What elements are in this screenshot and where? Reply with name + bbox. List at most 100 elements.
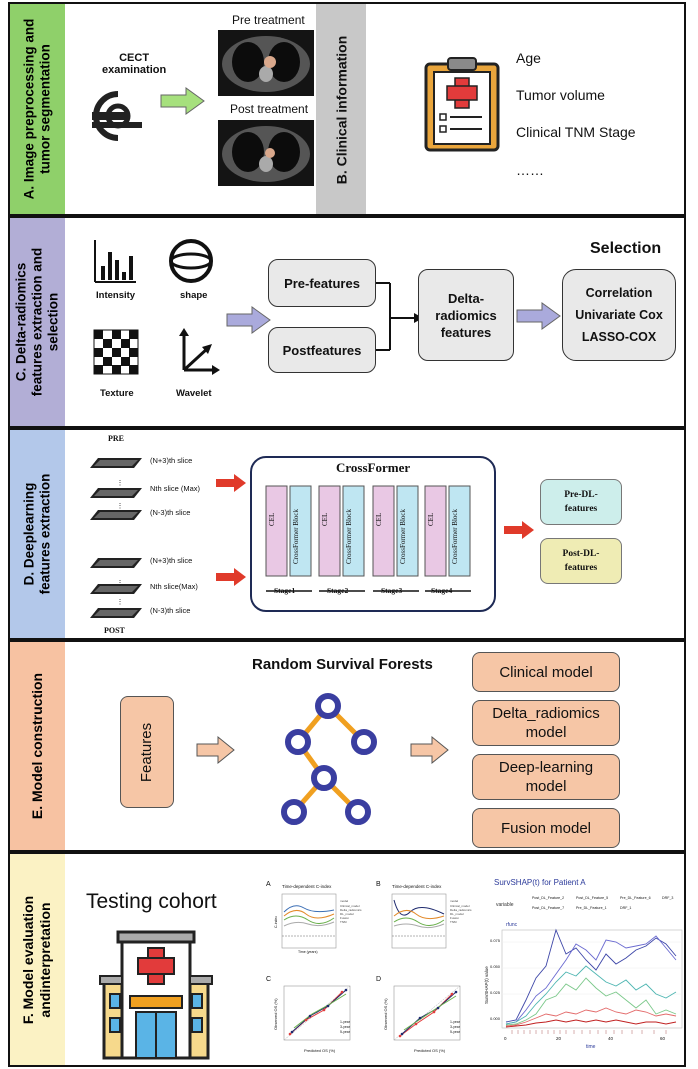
axes-icon <box>172 326 222 381</box>
pre-treatment-label: Pre treatment <box>232 13 305 27</box>
testing-cohort-label: Testing cohort <box>86 890 217 913</box>
plot-d-legend-3: 5-year <box>450 1030 460 1034</box>
delta-features-box: Delta- radiomics features <box>418 269 514 361</box>
panel-d-label-line2: features extraction <box>37 473 53 595</box>
panel-e-side: E. Model construction <box>10 642 65 850</box>
svg-text:Delta_radiomics: Delta_radiomics <box>450 908 472 912</box>
stage-label-4: Stage4 <box>431 586 453 595</box>
pre-slice-3: (N-3)th slice <box>150 508 191 517</box>
purple-arrow-icon <box>226 306 272 339</box>
plot-c-legend-2: 3-year <box>340 1025 350 1029</box>
plot-c-legend-3: 5-year <box>340 1030 350 1034</box>
red-arrow-icon-post <box>216 568 246 591</box>
selection-lasso-cox: LASSO-COX <box>581 330 657 344</box>
plot-b-label: B <box>376 881 381 888</box>
plot-d-label: D <box>376 976 382 983</box>
plot-c-chart <box>276 984 366 1053</box>
shap-xtick-3: 40 <box>608 1036 614 1041</box>
svg-text:DL_model: DL_model <box>340 912 354 916</box>
block-label-3: CrossFormer Block <box>399 508 407 564</box>
svg-text:⋮: ⋮ <box>117 580 124 587</box>
pre-dl-features-box: Pre-DL- features <box>540 479 622 525</box>
pre-slice-1: (N+3)th slice <box>150 456 193 465</box>
peach-arrow-icon-2 <box>410 735 450 769</box>
shap-legend-6: Pre_DL_Feature_1 <box>576 906 607 910</box>
panel-f-label-line1: F. Model evaluation <box>20 895 37 1024</box>
crossformer-container <box>250 456 496 612</box>
plot-d-legend-1: 1-year <box>450 1020 460 1024</box>
clipboard-icon <box>422 54 502 159</box>
cel-label-3: CEL <box>375 512 383 526</box>
plot-a-ylabel: C-index <box>274 915 278 928</box>
stage-label-2: Stage2 <box>327 586 349 595</box>
red-arrow-icon-pre <box>216 474 246 497</box>
wavelet-label: Wavelet <box>176 388 212 399</box>
panel-d-side: D. Deeplearning features extraction <box>10 430 65 638</box>
shap-xlabel: time <box>586 1044 596 1050</box>
stage-1 <box>264 485 314 583</box>
features-label: Features <box>138 722 156 782</box>
rsf-title: Random Survival Forests <box>252 656 433 673</box>
block-label-1: CrossFormer Block <box>292 508 300 564</box>
shap-ytick-4: 0.000 <box>490 1016 501 1021</box>
fusion-model-label: Fusion model <box>500 819 592 837</box>
red-arrow-icon-out <box>504 521 534 544</box>
post-slice-2: Nth slice(Max) <box>150 582 198 591</box>
svg-text:TNM: TNM <box>340 920 347 924</box>
shape-label: shape <box>180 290 208 301</box>
svg-text:Fusion: Fusion <box>340 916 349 920</box>
post-slice-1: (N+3)th slice <box>150 556 193 565</box>
stage-underlines <box>264 580 476 598</box>
shap-xtick-1: 0 <box>504 1036 507 1041</box>
post-dl-line1: Post-DL- <box>562 549 600 559</box>
plot-a-xlabel: Time (years) <box>298 950 318 954</box>
plot-a-label: A <box>266 881 271 888</box>
panel-f-label-line2: andinterpretation <box>37 901 54 1018</box>
shap-title: SurvSHAP(t) for Patient A <box>494 878 586 887</box>
plot-b-title: Time-dependent C-index <box>392 884 442 889</box>
shap-rfunc: rfunc <box>506 922 518 928</box>
shap-xtick-4: 60 <box>660 1036 666 1041</box>
stage-4 <box>423 485 473 583</box>
delta-line3: features <box>440 324 492 340</box>
pre-features-box: Pre-features <box>268 259 376 307</box>
panel-d-label-line1: D. Deeplearning <box>21 482 37 586</box>
cect-line2: examination <box>102 64 167 76</box>
shap-xtick-2: 20 <box>556 1036 562 1041</box>
plot-c-legend-1: 1-year <box>340 1020 350 1024</box>
block-label-4: CrossFormer Block <box>451 508 459 564</box>
svg-text:DL_model: DL_model <box>450 912 464 916</box>
plot-d-legend-2: 3-year <box>450 1025 460 1029</box>
delta-model-label: Delta_radiomics model <box>492 705 600 741</box>
purple-arrow-icon-2 <box>516 302 562 335</box>
clinical-item-ellipsis: …… <box>516 162 544 178</box>
post-dl-line2: features <box>564 563 598 573</box>
green-arrow-icon <box>160 86 206 121</box>
plot-d-xlabel: Predicted OS (%) <box>414 1048 446 1053</box>
plot-a-title: Time-dependent C-index <box>282 884 332 889</box>
plot-d-chart <box>386 984 476 1053</box>
panel-c-label-line3: selection <box>45 292 61 352</box>
pre-dl-line2: features <box>564 504 598 514</box>
shap-ylabel: SurvSHAP(t) value <box>484 966 489 1004</box>
cel-label-2: CEL <box>321 512 329 526</box>
clinical-item-age: Age <box>516 50 541 66</box>
cel-label-4: CEL <box>427 512 435 526</box>
post-label: POST <box>104 626 125 635</box>
checkerboard-icon <box>93 329 139 379</box>
stage-2 <box>317 485 367 583</box>
panel-c: C. Delta-radiomics features extraction a… <box>8 216 686 428</box>
post-dl-features-box: Post-DL- features <box>540 538 622 584</box>
panel-f: F. Model evaluation andinterpretation Te… <box>8 852 686 1067</box>
ct-image-pre <box>218 30 314 96</box>
pre-dl-line1: Pre-DL- <box>564 490 598 500</box>
crossformer-title: CrossFormer <box>336 460 411 475</box>
selection-correlation: Correlation <box>585 286 653 300</box>
delta-line1: Delta- <box>447 290 485 306</box>
svg-text:Fusion: Fusion <box>450 916 459 920</box>
panel-a-label-line1: A. Image preprocessing and <box>21 18 37 200</box>
slice-stack-post: ⋮ ⋮ <box>90 548 150 627</box>
svg-text:⋮: ⋮ <box>117 599 124 606</box>
